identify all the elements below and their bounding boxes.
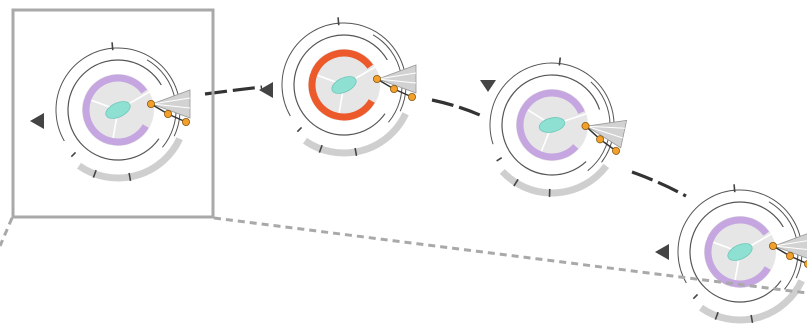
fan-wedge xyxy=(772,233,807,259)
nodes-layer xyxy=(52,17,807,324)
c-ring xyxy=(704,216,771,288)
outer-gray-arc xyxy=(698,279,805,324)
ring-tick xyxy=(513,178,519,187)
fan-line xyxy=(773,245,807,250)
c-ring xyxy=(82,74,149,146)
nucleus xyxy=(538,117,566,133)
ring-tick xyxy=(318,144,323,153)
node-1[interactable] xyxy=(52,42,191,182)
fan-line xyxy=(586,125,625,129)
circle-node-icon[interactable] xyxy=(612,146,621,156)
fan-line xyxy=(377,78,417,84)
circle-node-icon[interactable] xyxy=(164,110,173,118)
circle-node-icon[interactable] xyxy=(408,92,417,101)
node-4[interactable] xyxy=(674,184,807,324)
ring-tick xyxy=(692,293,699,300)
c-ring xyxy=(308,49,375,121)
outer-gray-arc xyxy=(302,112,409,157)
middle-ring xyxy=(293,34,388,136)
fan-line xyxy=(151,97,191,105)
circle-node-icon[interactable] xyxy=(146,99,155,108)
ring-tick xyxy=(296,126,303,133)
outer-gray-arc xyxy=(76,137,183,182)
overlay-layer xyxy=(0,8,807,295)
fan-line xyxy=(773,240,807,247)
selection-box[interactable] xyxy=(11,8,215,219)
fan-wedge xyxy=(376,64,417,94)
middle-ring xyxy=(689,201,784,303)
nucleus xyxy=(331,76,357,94)
circle-node-icon[interactable] xyxy=(786,252,795,260)
ring-tick xyxy=(714,311,719,320)
ring-tick xyxy=(354,147,358,157)
circle-node-icon[interactable] xyxy=(390,85,399,93)
fan-line xyxy=(377,72,417,80)
circle-node-icon[interactable] xyxy=(182,117,191,126)
triangle-pointer-icon xyxy=(30,113,44,129)
ring-tick xyxy=(548,188,551,197)
nucleus xyxy=(727,243,753,261)
nucleus xyxy=(105,101,131,119)
fan-line xyxy=(151,103,191,109)
fan-line xyxy=(586,125,623,139)
link-node3-node4 xyxy=(631,170,687,198)
triangle-pointer-icon xyxy=(480,80,496,92)
circle-node-icon[interactable] xyxy=(804,260,807,268)
dashed-link-node1-node4 xyxy=(213,216,807,295)
node-3[interactable] xyxy=(473,45,637,209)
triangle-pointer-icon xyxy=(259,82,273,98)
ring-tick xyxy=(337,17,340,26)
ring-tick xyxy=(750,314,754,324)
link-node1-node2 xyxy=(204,85,263,96)
circle-node-icon[interactable] xyxy=(768,241,777,250)
middle-ring xyxy=(501,74,601,176)
middle-ring xyxy=(67,59,162,161)
node-2[interactable] xyxy=(278,17,417,157)
ring-tick xyxy=(111,42,114,51)
ring-tick xyxy=(92,169,97,178)
ring-tick xyxy=(128,172,132,182)
triangle-pointer-icon xyxy=(655,244,669,260)
links-layer xyxy=(204,85,687,198)
link-node2-node3 xyxy=(431,98,483,118)
ring-tick xyxy=(733,184,736,193)
ring-tick xyxy=(70,151,77,158)
circle-node-icon[interactable] xyxy=(581,121,590,131)
ring-tick xyxy=(558,57,562,66)
outer-gray-arc xyxy=(499,163,610,197)
circle-node-icon[interactable] xyxy=(372,74,381,83)
c-ring xyxy=(516,89,585,161)
fan-wedge xyxy=(150,89,191,119)
dashed-link-left xyxy=(0,217,14,247)
fan-wedge xyxy=(585,119,628,149)
ring-tick xyxy=(496,157,503,162)
circle-node-icon[interactable] xyxy=(596,135,605,144)
